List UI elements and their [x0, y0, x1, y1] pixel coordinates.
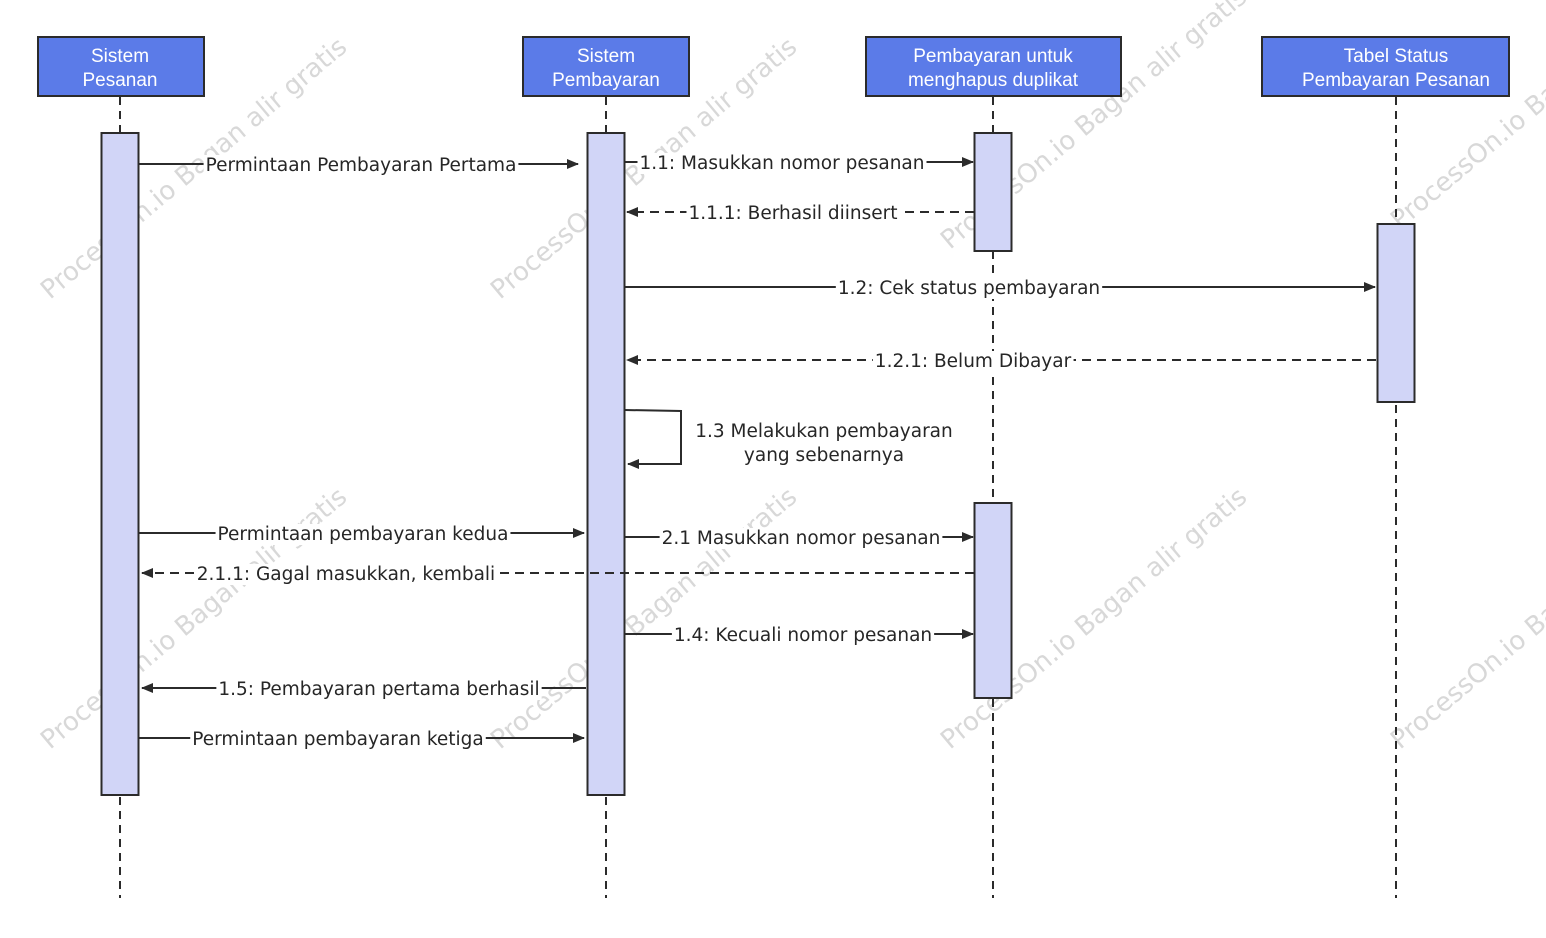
messages: Permintaan Pembayaran Pertama 1.1: Masukk… [139, 153, 1376, 750]
message-label: 2.1 Masukkan nomor pesanan [662, 528, 941, 549]
message-6: Permintaan pembayaran kedua [139, 524, 585, 545]
message-label-background [835, 278, 1103, 299]
watermark-text: ProcessOn.io Bagan alir gratis [35, 482, 353, 755]
message-label-background [872, 351, 1074, 372]
message-2: 1.1.1: Berhasil diinsert [626, 203, 974, 224]
message-label-background [637, 153, 927, 174]
activation-bar-sistem-pesanan [100, 132, 140, 796]
participant-box [522, 36, 690, 97]
message-5: 1.3 Melakukan pembayaran yang sebenarnya [624, 409, 953, 469]
message-label: 1.2: Cek status pembayaran [838, 278, 1100, 299]
participant-label: Tabel Status [1344, 46, 1449, 67]
message-label-background [215, 524, 511, 545]
message-11: Permintaan pembayaran ketiga [139, 729, 585, 750]
message-4: 1.2.1: Belum Dibayar [626, 351, 1376, 372]
message-label: Permintaan pembayaran kedua [218, 524, 509, 545]
watermark-text: ProcessOn.io Bagan alir gratis [485, 482, 803, 755]
message-9: 1.4: Kecuali nomor pesanan [625, 625, 974, 646]
message-3: 1.2: Cek status pembayaran [625, 278, 1376, 299]
participant-label: Pembayaran untuk [913, 46, 1073, 67]
message-label-background [194, 564, 498, 585]
message-label: 1.3 Melakukan pembayaran [695, 421, 953, 442]
activation-bar-pembayaran-hapus-duplikat [973, 502, 1013, 699]
activation-bars [100, 132, 1416, 796]
message-label-background [671, 625, 935, 646]
message-10: 1.5: Pembayaran pertama berhasil [141, 679, 586, 700]
participant-label: Pembayaran Pesanan [1302, 70, 1490, 91]
participant-label: Pembayaran [552, 70, 660, 91]
message-7: 2.1 Masukkan nomor pesanan [625, 528, 974, 549]
message-label: 1.1: Masukkan nomor pesanan [640, 153, 925, 174]
message-0: Permintaan Pembayaran Pertama [139, 155, 579, 176]
message-label-background [659, 528, 943, 549]
message-label-background [190, 729, 486, 750]
message-label: Permintaan pembayaran ketiga [192, 729, 484, 750]
message-1: 1.1: Masukkan nomor pesanan [625, 153, 974, 174]
message-label: 2.1.1: Gagal masukkan, kembali [197, 564, 495, 585]
participant-label: Sistem [91, 46, 149, 67]
activation-bar-sistem-pembayaran [586, 132, 626, 796]
message-label: Permintaan Pembayaran Pertama [206, 155, 517, 176]
message-label: yang sebenarnya [744, 445, 904, 466]
activation-bar-pembayaran-hapus-duplikat [973, 132, 1013, 252]
participant-label: menghapus duplikat [908, 70, 1079, 91]
participant-headers: SistemPesananSistemPembayaranPembayaran … [37, 36, 1510, 97]
message-label: 1.1.1: Berhasil diinsert [688, 203, 897, 224]
participant-box [865, 36, 1122, 97]
activation-bar-tabel-status [1376, 223, 1416, 403]
participant-box [1261, 36, 1510, 97]
participant-pembayaran-hapus-duplikat: Pembayaran untuk menghapus duplikat [865, 36, 1122, 97]
message-label: 1.4: Kecuali nomor pesanan [674, 625, 932, 646]
participant-label: Sistem [577, 46, 635, 67]
participant-box [37, 36, 205, 97]
message-label-background [216, 679, 542, 700]
watermark-text: ProcessOn.io Bagan alir gratis [1385, 482, 1546, 755]
self-message-arrow [624, 409, 682, 469]
message-8: 2.1.1: Gagal masukkan, kembali [141, 564, 974, 585]
message-label: 1.2.1: Belum Dibayar [875, 351, 1072, 372]
participant-label: Pesanan [82, 70, 157, 91]
message-label: 1.5: Pembayaran pertama berhasil [218, 679, 539, 700]
message-label-background [686, 203, 900, 224]
message-label-background [203, 155, 519, 176]
watermark-text: ProcessOn.io Bagan alir gratis [1385, 0, 1546, 235]
